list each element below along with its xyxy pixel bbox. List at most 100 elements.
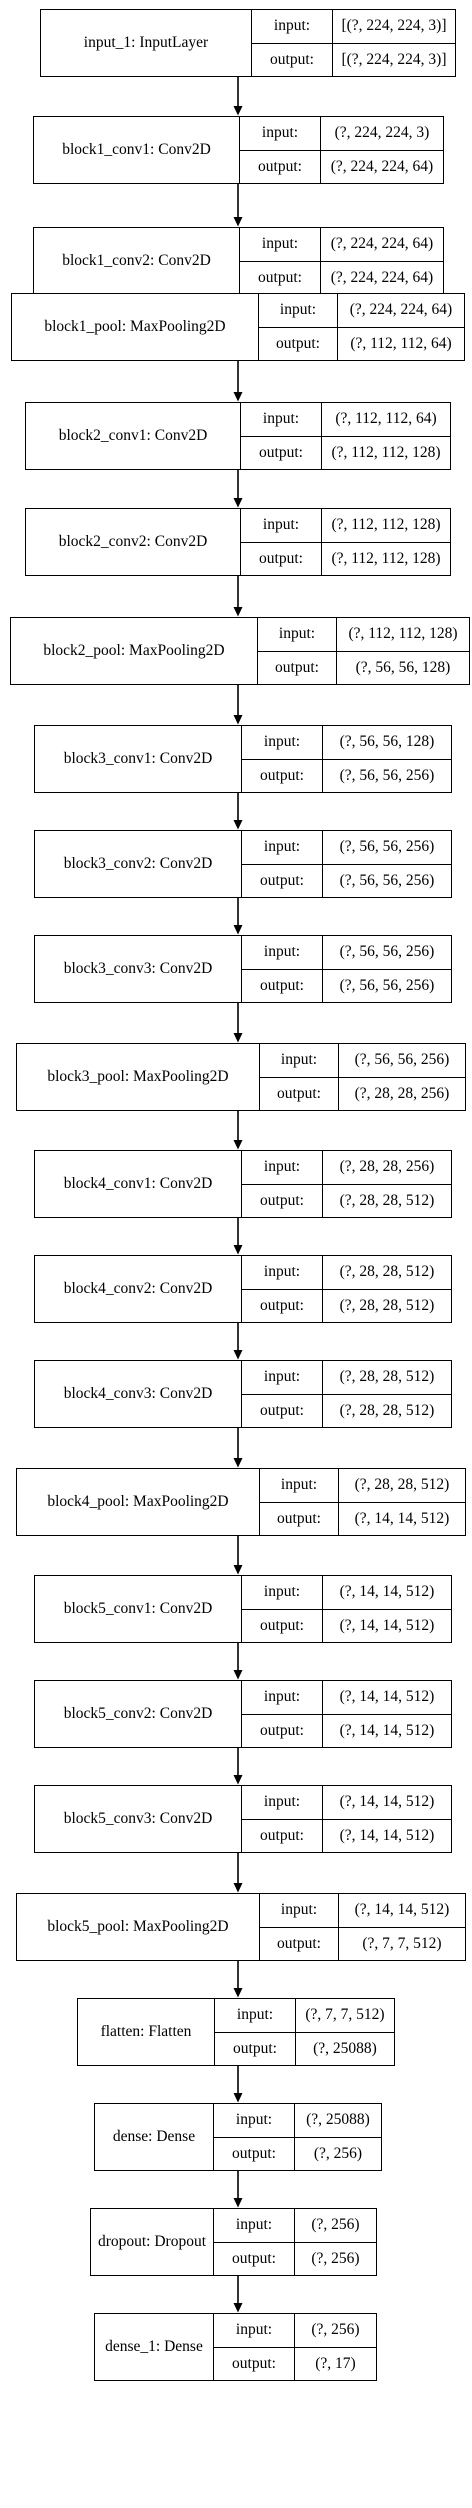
layer-name: block2_pool: MaxPooling2D [11, 618, 258, 684]
layer-input-row: input:(?, 112, 112, 128) [258, 618, 469, 651]
layer-name: block5_conv2: Conv2D [35, 1681, 242, 1747]
layer-input-row: input:(?, 28, 28, 512) [242, 1256, 451, 1289]
layer-input-row: input:(?, 56, 56, 256) [242, 831, 451, 864]
output-shape: (?, 28, 28, 512) [339, 1401, 435, 1419]
arrow-head-icon [233, 1458, 243, 1468]
layer-input-row: input: (?, 56, 56, 128) [242, 726, 451, 759]
output-label: output: [242, 864, 323, 897]
input-label: input: [214, 2104, 295, 2137]
input-label: input: [215, 1999, 296, 2032]
layer-output-row: output:(?, 56, 56, 256) [242, 968, 451, 1002]
input-shape: (?, 224, 224, 64) [349, 301, 453, 319]
output-shape: (?, 7, 7, 512) [362, 1934, 442, 1952]
output-label: output: [241, 436, 322, 469]
input-shape: (?, 256) [311, 2216, 360, 2234]
layer-name: block1_conv1: Conv2D [34, 117, 240, 183]
layer-name: block2_conv2: Conv2D [26, 509, 241, 575]
layer-name: dropout: Dropout [91, 2209, 214, 2275]
output-shape: (?, 224, 224, 64) [330, 268, 434, 286]
output-shape: (?, 14, 14, 512) [354, 1509, 450, 1527]
layer-input-row: input:(?, 256) [214, 2209, 376, 2242]
output-shape: (?, 28, 28, 256) [354, 1084, 450, 1102]
layer-output-row: output: (?, 7, 7, 512) [260, 1926, 465, 1960]
input-shape: (?, 14, 14, 512) [339, 1688, 435, 1706]
layer-name: block1_conv2: Conv2D [34, 228, 240, 294]
output-label: output: [242, 1184, 323, 1217]
output-label: output: [260, 1077, 339, 1110]
arrow-head-icon [233, 217, 243, 227]
layer-name: block4_pool: MaxPooling2D [17, 1469, 260, 1535]
input-shape: (?, 25088) [306, 2111, 370, 2129]
arrow-head-icon [233, 1245, 243, 1255]
layer-output-row: output: (?, 112, 112, 128) [241, 541, 450, 575]
layer-name: block4_conv3: Conv2D [35, 1361, 242, 1427]
layer-input-row: input: (?, 28, 28, 512) [242, 1361, 451, 1394]
output-label: output: [242, 969, 323, 1002]
layer-input-row: input:(?, 28, 28, 256) [242, 1151, 451, 1184]
input-label: input: [242, 1361, 323, 1394]
layer-output-row: output:(?, 14, 14, 512) [242, 1713, 451, 1747]
input-shape: (?, 56, 56, 128) [339, 733, 435, 751]
output-shape: [(?, 224, 224, 3)] [341, 50, 447, 68]
output-label: output: [259, 327, 338, 360]
layer-output-row: output: (?, 224, 224, 64) [240, 149, 443, 183]
layer-output-row: output: (?, 56, 56, 256) [242, 863, 451, 897]
layer-output-row: output:(?, 56, 56, 128) [258, 650, 469, 684]
input-label: input: [259, 294, 338, 327]
output-label: output: [242, 1609, 323, 1642]
output-shape: (?, 256) [311, 2249, 360, 2267]
layer-input-row: input: (?, 14, 14, 512) [260, 1894, 465, 1927]
input-shape: (?, 112, 112, 64) [335, 410, 437, 428]
arrow-head-icon [233, 2303, 243, 2313]
arrow-head-icon [233, 2093, 243, 2103]
layer-input-row: input:(?, 224, 224, 64) [240, 228, 443, 261]
output-label: output: [240, 150, 321, 183]
layer-input-row: input:(?, 14, 14, 512) [242, 1576, 451, 1609]
input-label: input: [241, 509, 322, 542]
layer-output-row: output:(?, 256) [214, 2241, 376, 2275]
input-label: input: [242, 1151, 323, 1184]
input-label: input: [242, 936, 323, 969]
layer-input-row: input: (?, 25088) [214, 2104, 381, 2137]
layer-name: block3_conv1: Conv2D [35, 726, 242, 792]
output-shape: (?, 28, 28, 512) [339, 1296, 435, 1314]
output-shape: (?, 56, 56, 256) [339, 871, 435, 889]
output-shape: (?, 56, 56, 128) [355, 658, 451, 676]
layer-output-row: output:(?, 28, 28, 512) [242, 1183, 451, 1217]
arrow-head-icon [233, 715, 243, 725]
output-label: output: [241, 542, 322, 575]
input-label: input: [242, 1786, 323, 1819]
output-shape: (?, 112, 112, 128) [331, 549, 441, 567]
output-label: output: [242, 1289, 323, 1322]
arrow-head-icon [233, 106, 243, 116]
input-label: input: [240, 228, 321, 261]
layer-output-row: output:(?, 112, 112, 64) [259, 326, 464, 360]
output-shape: (?, 224, 224, 64) [330, 157, 434, 175]
output-shape: (?, 14, 14, 512) [339, 1616, 435, 1634]
layer-output-row: output: (?, 28, 28, 256) [260, 1076, 465, 1110]
output-label: output: [260, 1927, 339, 1960]
input-label: input: [260, 1894, 339, 1927]
layer-name: dense_1: Dense [95, 2314, 214, 2380]
input-shape: (?, 28, 28, 512) [339, 1368, 435, 1386]
input-shape: (?, 14, 14, 512) [354, 1901, 450, 1919]
input-label: input: [242, 726, 323, 759]
input-shape: (?, 14, 14, 512) [339, 1583, 435, 1601]
layer-input-row: input: (?, 14, 14, 512) [242, 1786, 451, 1819]
arrow-head-icon [233, 1033, 243, 1043]
output-shape: (?, 14, 14, 512) [339, 1826, 435, 1844]
layer-output-row: output:(?, 14, 14, 512) [260, 1501, 465, 1535]
arrow-head-icon [233, 925, 243, 935]
input-shape: (?, 14, 14, 512) [339, 1793, 435, 1811]
output-label: output: [215, 2032, 296, 2065]
